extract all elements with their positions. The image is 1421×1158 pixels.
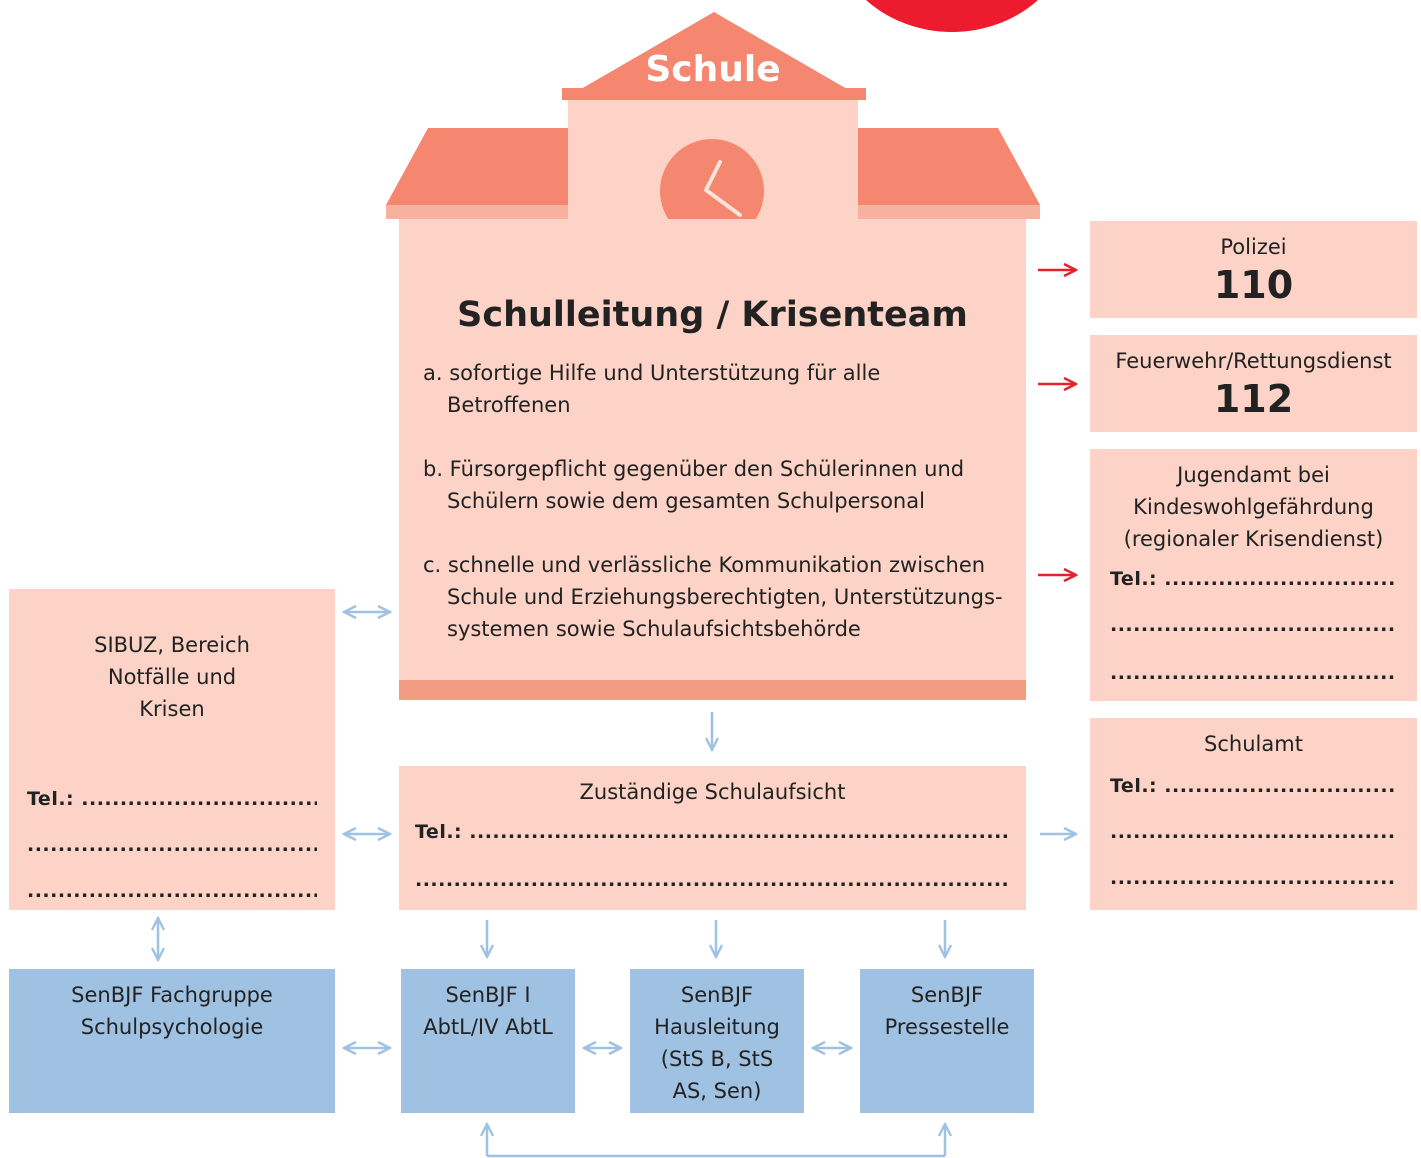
youth-office-dots-1: ........................................… xyxy=(1110,614,1397,636)
school-office-tel: Tel.: .................................. xyxy=(1110,775,1397,797)
top-roof xyxy=(562,12,866,100)
right-roof xyxy=(858,128,1040,205)
red-circle-decoration xyxy=(832,0,1072,32)
youth-office-box: Jugendamt bei Kindeswohlgefährdung (regi… xyxy=(1090,449,1417,701)
fire-rescue-box: Feuerwehr/Rettungsdienst 112 xyxy=(1090,335,1417,432)
police-box: Polizei 110 xyxy=(1090,221,1417,318)
senbjf-school-psychology-box: SenBJF Fachgruppe Schulpsychologie xyxy=(9,969,335,1113)
senbjf-management-box: SenBJF Hausleitung (StS B, StS AS, Sen) xyxy=(630,969,804,1113)
sibuz-dots-2: ........................................… xyxy=(27,880,317,902)
school-supervision-dots: ........................................… xyxy=(415,869,1010,891)
school-supervision-box: Zuständige Schulaufsicht Tel.: .........… xyxy=(399,766,1026,910)
task-item-a: a. sofortige Hilfe und Unterstützung für… xyxy=(423,361,881,417)
senbjf-department-heads-box: SenBJF I AbtL/IV AbtL xyxy=(401,969,575,1113)
school-leadership-box: Schulleitung / Krisenteam a. sofortige H… xyxy=(399,219,1026,680)
school-leadership-title: Schulleitung / Krisenteam xyxy=(457,295,968,335)
sibuz-tel: Tel.: .................................. xyxy=(27,788,317,810)
school-office-label: Schulamt xyxy=(1204,732,1303,756)
police-number: 110 xyxy=(1213,263,1294,307)
sibuz-label: SIBUZ, Bereich Notfälle und Krisen xyxy=(94,633,250,721)
roof-label: Schule xyxy=(645,49,781,90)
school-office-dots-2: ........................................… xyxy=(1110,867,1397,889)
fire-rescue-number: 112 xyxy=(1213,377,1294,421)
clock-icon xyxy=(660,139,764,243)
youth-office-dots-2: ........................................… xyxy=(1110,662,1397,684)
school-office-box: Schulamt Tel.: .........................… xyxy=(1090,718,1417,910)
task-item-c: c. schnelle und verlässliche Kommunikati… xyxy=(423,553,1003,641)
police-label: Polizei xyxy=(1220,235,1287,259)
task-item-b: b. Fürsorgepflicht gegenüber den Schüler… xyxy=(423,457,965,513)
fire-rescue-label: Feuerwehr/Rettungsdienst xyxy=(1115,349,1392,373)
youth-office-tel: Tel.: .................................. xyxy=(1110,568,1397,590)
school-building-graphic xyxy=(386,12,1040,700)
senbjf-press-office-box: SenBJF Pressestelle xyxy=(860,969,1034,1113)
left-roof xyxy=(386,128,568,205)
school-supervision-label: Zuständige Schulaufsicht xyxy=(579,780,846,804)
sibuz-box: SIBUZ, Bereich Notfälle und Krisen Tel.:… xyxy=(9,589,335,910)
sibuz-dots-1: ........................................… xyxy=(27,834,317,856)
school-supervision-tel: Tel.: ..................................… xyxy=(415,821,1010,843)
school-office-dots-1: ........................................… xyxy=(1110,821,1397,843)
youth-office-label: Jugendamt bei Kindeswohlgefährdung (regi… xyxy=(1123,463,1384,551)
